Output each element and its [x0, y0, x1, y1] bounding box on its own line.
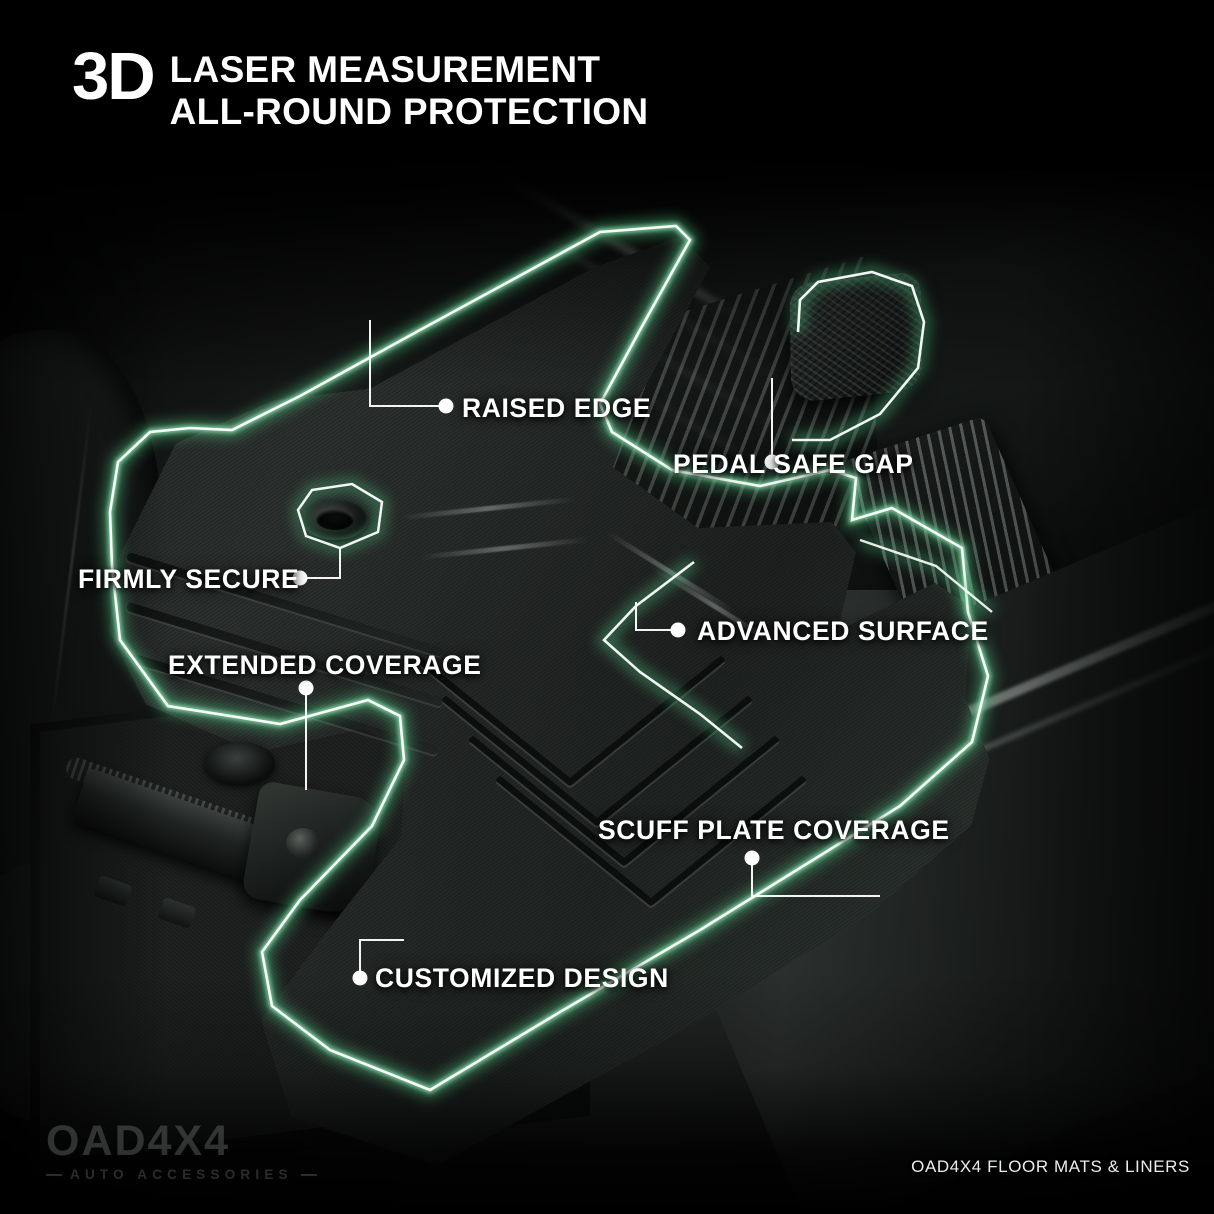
callout-scuff-plate-coverage: SCUFF PLATE COVERAGE — [598, 815, 950, 845]
callout-firmly-secure: FIRMLY SECURE — [78, 564, 300, 594]
leader-raised-edge — [369, 320, 446, 407]
grommet-hexagon-highlight — [291, 478, 388, 554]
footer-caption: OAD4X4 FLOOR MATS & LINERS — [911, 1157, 1190, 1176]
dot-extended-coverage — [298, 680, 314, 696]
dot-advanced-surface — [670, 622, 686, 638]
leader-customized-design — [359, 939, 404, 978]
leader-dots — [292, 398, 780, 986]
dash-right-icon — [300, 1174, 317, 1176]
headline-line-2: ALL-ROUND PROTECTION — [169, 90, 649, 132]
badge-3d: 3D — [72, 39, 156, 114]
brand-watermark: OAD4X4 AUTO ACCESSORIES — [46, 1120, 317, 1182]
accelerator-glow-outline — [858, 534, 996, 617]
mat-glow-outline — [102, 218, 996, 1099]
dot-scuff-plate-coverage — [744, 850, 760, 866]
headline-line-1: LASER MEASUREMENT — [169, 49, 601, 90]
dot-customized-design — [352, 970, 368, 986]
header-band: 3D LASER MEASUREMENT ALL-ROUND PROTECTIO… — [0, 0, 1214, 152]
leader-lines — [300, 320, 880, 978]
headline: 3D LASER MEASUREMENT ALL-ROUND PROTECTIO… — [72, 39, 649, 133]
dot-raised-edge — [438, 398, 454, 414]
leader-scuff-plate-coverage — [751, 858, 880, 897]
chevron-glow-outline — [595, 557, 746, 753]
callout-extended-coverage: EXTENDED COVERAGE — [168, 650, 482, 680]
watermark-text: OAD4X4 — [46, 1117, 231, 1165]
watermark-subtitle-row: AUTO ACCESSORIES — [46, 1168, 317, 1182]
dot-firmly-secure — [292, 570, 308, 586]
dash-left-icon — [46, 1174, 62, 1176]
leader-advanced-surface — [635, 602, 678, 631]
callout-advanced-surface: ADVANCED SURFACE — [697, 616, 989, 646]
watermark-subtitle: AUTO ACCESSORIES — [70, 1167, 293, 1182]
pedal-gap-glow-outline — [791, 265, 931, 447]
headline-lines: LASER MEASUREMENT ALL-ROUND PROTECTION — [170, 44, 649, 133]
callout-customized-design: CUSTOMIZED DESIGN — [375, 963, 669, 993]
callout-pedal-safe-gap: PEDAL SAFE GAP — [673, 449, 914, 479]
leader-firmly-secure — [300, 548, 341, 579]
callout-raised-edge: RAISED EDGE — [462, 393, 652, 423]
dot-pedal-safe-gap — [764, 454, 780, 470]
